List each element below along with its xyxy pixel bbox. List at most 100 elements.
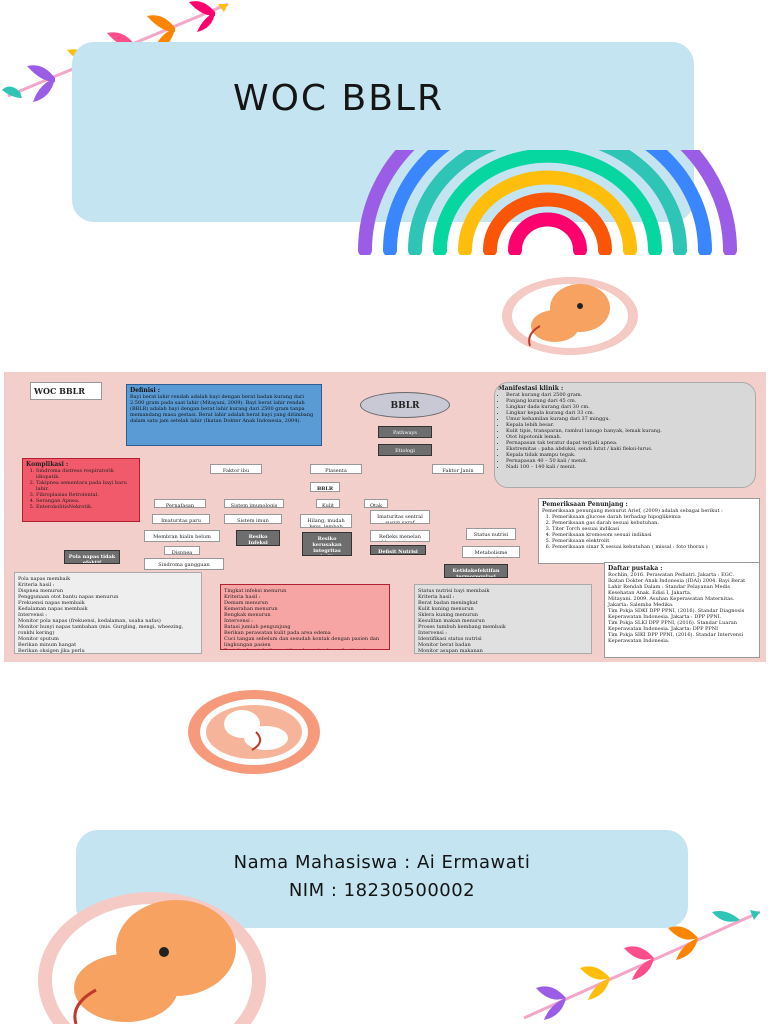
list-item: EnterokolitisNekrotik. xyxy=(36,504,136,510)
list-item: Monitor pola napas (frekuensi, kedalaman… xyxy=(18,618,161,624)
pustaka-title: Daftar pustaka : xyxy=(608,565,663,572)
faktor-ibu-node: Faktor ibu xyxy=(210,464,262,474)
list-item: Pernapasan 40 – 50 kali / menit. xyxy=(506,458,752,464)
list-item: Pertahankan teknik aseptik pada pasien b… xyxy=(224,648,386,649)
list-item: Kriteria hasil : xyxy=(18,582,55,588)
list-item: Lingkar dada kurang dari 30 cm. xyxy=(506,404,752,410)
student-nim: NIM : 18230500002 xyxy=(288,880,476,901)
node-membran: Membran hialin belum terbentuk xyxy=(144,530,220,542)
list-item: Pemeriksaan glucose darah terhadap hipog… xyxy=(552,514,756,520)
list-item: Kedalaman napas membaik xyxy=(18,606,88,612)
list-item: Monitor sputum xyxy=(18,636,59,642)
list-item: Panjang kurang dari 45 cm. xyxy=(506,398,752,404)
list-item: Sindroma distress respiratorik idiopatik… xyxy=(36,468,136,480)
list-item: Penggunaan otot bantu napas menurun xyxy=(18,594,119,600)
list-item: Pernapasan tak teratur dapat terjadi apn… xyxy=(506,440,752,446)
list-item: Pemeriksaan elektrolit xyxy=(552,538,756,544)
list-item: Intervensi : xyxy=(224,618,253,624)
list-item: Monitor asupan makanan xyxy=(418,648,483,654)
definisi-box: Definisi : Bayi berat lahir rendah adala… xyxy=(126,384,322,446)
diagnosis-pola-napas: Pola napas tidak efektif xyxy=(64,550,120,564)
node-hilang: Hilang, mudah keys, lembab xyxy=(300,514,352,528)
list-item: Nadi 100 – 140 kali / menit. xyxy=(506,464,752,470)
list-item: Demam menurun xyxy=(224,600,268,606)
node-imaturitas-otak: Imaturitas sentral susun saraf xyxy=(370,510,430,524)
list-item: Lingkar kepala kurang dari 33 cm. xyxy=(506,410,752,416)
node-metabolisme: Metabolisme meningkat xyxy=(462,546,520,558)
pathway-node: Pathways xyxy=(378,426,432,438)
list-item: Kriteria hasil : xyxy=(418,594,455,600)
komplikasi-title: Komplikasi : xyxy=(26,461,69,468)
definisi-title: Definisi : xyxy=(130,387,160,394)
list-item: Titer Torch sesuai indikasi xyxy=(552,526,756,532)
fetus-illustration xyxy=(502,277,638,355)
node-status-nutrisi: Status nutrisi turun xyxy=(466,528,516,540)
branch-pernafasan: Pernafasan xyxy=(154,499,206,508)
list-item: Identifikasi status nutrisi xyxy=(418,636,482,642)
bblr-node: BBLR xyxy=(310,482,340,492)
list-item: Kesulitan makan menurun xyxy=(418,618,485,624)
list-item: Pemeriksaan gas darah sesuai kebutuhan. xyxy=(552,520,756,526)
list-item: Berikan perawatan kulit pada area edema xyxy=(224,630,331,636)
list-item: Intervensi : xyxy=(18,612,47,618)
manifestasi-list: Berat kurang dari 2500 gram.Panjang kura… xyxy=(498,392,752,470)
fetus-illustration-bottom xyxy=(38,892,266,1024)
list-item: Berat kurang dari 2500 gram. xyxy=(506,392,752,398)
list-item: Tim Pokja SLKI DPP PPNI, (2016). Standar… xyxy=(608,620,737,632)
list-item: Berat badan meningkat xyxy=(418,600,478,606)
etiologi-node: Etiologi xyxy=(378,444,432,456)
node-refleks: Refleks menelan blm sempurna xyxy=(370,530,430,542)
diagnosis-defisit-nutrisi: Defisit Nutrisi xyxy=(370,545,426,555)
node-sindroma: Sindroma gangguan pernafasan xyxy=(144,558,224,570)
penunjang-text: Pemeriksaan penunjang menurut Arief, (20… xyxy=(542,508,723,514)
node-sistem-imun: Sistem imun rendah xyxy=(224,514,282,524)
list-item: Kepala tidak mampu tegak. xyxy=(506,452,752,458)
list-item: Serangan Apnea. xyxy=(36,498,136,504)
branch-kulit: Kulit xyxy=(316,499,340,508)
list-item: Kulit kuning menurun xyxy=(418,606,474,612)
list-item: Umur kehamilan kurang dari 37 minggu. xyxy=(506,416,752,422)
manifestasi-box: Manifestasi klinik : Berat kurang dari 2… xyxy=(494,382,756,488)
list-item: Kepala lebih besar. xyxy=(506,422,752,428)
diagnosis-termoregulasi: Ketidakefektifan termoregulasi xyxy=(444,564,508,578)
list-item: Ikatan Dokter Anak Indonesia (IDAI) 2004… xyxy=(608,578,746,596)
list-item: Frekuensi napas membaik xyxy=(18,600,85,606)
list-item: Batasi jumlah pengunjung xyxy=(224,624,291,630)
list-item: Cuci tangan sebelum dan sesudah kontak d… xyxy=(224,636,380,648)
list-item: Otot hipotonik lemah. xyxy=(506,434,752,440)
woc-header-label: WOC BBLR xyxy=(30,382,102,400)
woc-diagram: WOC BBLR Definisi : Bayi berat lahir ren… xyxy=(4,372,766,662)
list-item: Kulit tipis, transparan, rambut lanugo b… xyxy=(506,428,752,434)
diagnosis-resiko-infeksi: Resiko Infeksi xyxy=(236,530,280,546)
rainbow-illustration xyxy=(358,150,737,255)
list-item: Pola napas membaik xyxy=(18,576,71,582)
list-item: Pemeriksaan sinar X sesuai kebutuhan ( m… xyxy=(552,544,756,550)
list-item: Tim Pokja SDKI DPP PPNI, (2016). Standar… xyxy=(608,608,745,620)
list-item: Kemerahan menurun xyxy=(224,606,278,612)
list-item: Fibroplasias Retrolental. xyxy=(36,492,136,498)
branch-imunologis: Sistem imunologis xyxy=(224,499,284,508)
list-item: Tingkat infeksi menurun xyxy=(224,588,287,594)
list-item: Ekstremitas : paha abduksi, sendi lutut … xyxy=(506,446,752,452)
list-item: Berikan minum hangat xyxy=(18,642,77,648)
definisi-text: Bayi berat lahir rendah adalah bayi deng… xyxy=(130,394,314,424)
fetus-in-womb-illustration xyxy=(188,690,320,774)
list-item: Pemeriksaan kromosom sesuai indikasi xyxy=(552,532,756,538)
list-item: Tim Pokja SIKI DPP PPNI, (2016). Standar… xyxy=(608,632,744,644)
list-item: Mitayani. 2009. Asuhan Keperawatan Mater… xyxy=(608,596,735,608)
manifestasi-title: Manifestasi klinik : xyxy=(498,385,564,392)
komplikasi-list: Sindroma distress respiratorik idiopatik… xyxy=(26,468,136,510)
list-item: Monitor bunyi napas tambahan (mis. Gurgl… xyxy=(18,624,184,636)
branch-otak: Otak xyxy=(364,499,388,508)
page-title: WOC BBLR xyxy=(233,78,444,119)
list-item: Bengkak menurun xyxy=(224,612,271,618)
pustaka-box: Daftar pustaka : Rochlin, 2016. Perawata… xyxy=(604,562,760,658)
list-item: Status nutrisi bayi membaik xyxy=(418,588,490,594)
node-imaturitas: Imaturitas paru xyxy=(152,514,210,524)
